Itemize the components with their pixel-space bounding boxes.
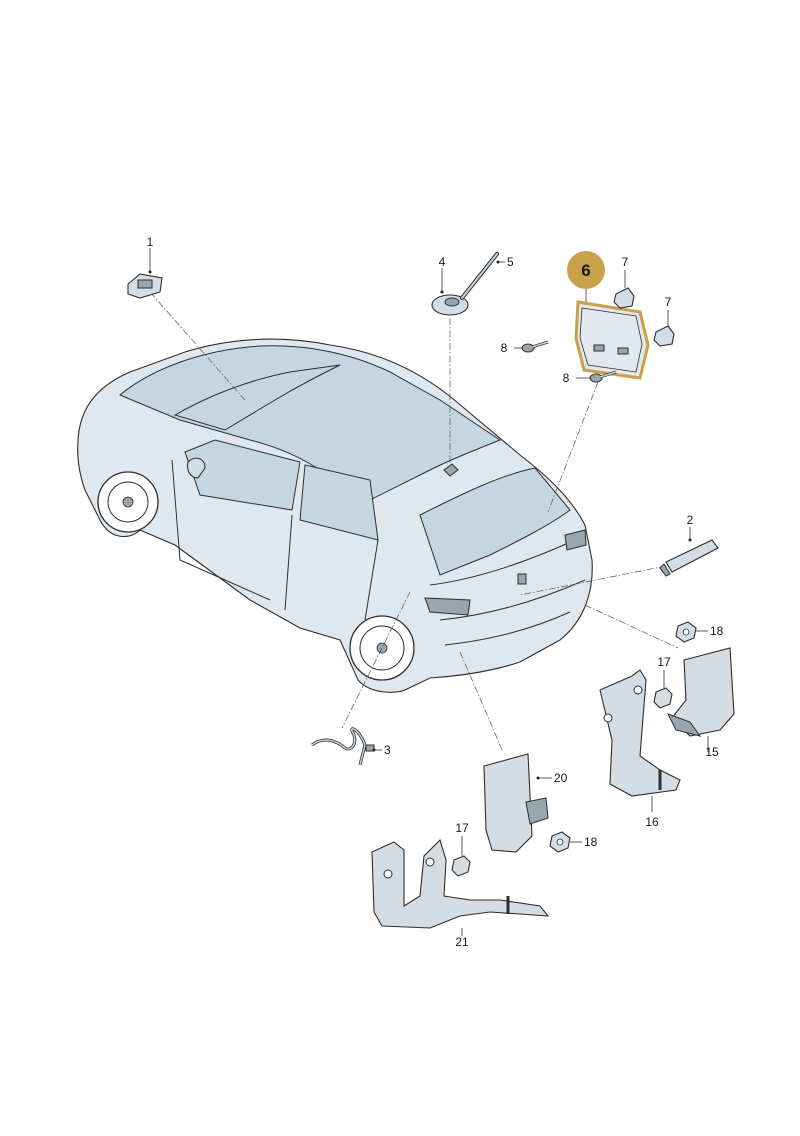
- callout-2: 2: [687, 513, 694, 527]
- callout-7-right: 7: [665, 295, 672, 309]
- part-16-mount-bracket: [599, 669, 681, 812]
- part-17-nut-right: [653, 670, 673, 709]
- part-4-antenna-base: [431, 268, 469, 316]
- part-1-module: [127, 248, 163, 299]
- part-21-mount-bracket: [371, 838, 550, 936]
- callout-4: 4: [439, 255, 446, 269]
- part-18-nut-right: [675, 621, 708, 643]
- callout-20: 20: [554, 771, 568, 785]
- part-18-nut-bottom: [549, 831, 582, 853]
- part-6-badge: [567, 251, 605, 289]
- part-8-screw-upper: [514, 340, 549, 353]
- part-20-radar-sensor: [483, 753, 552, 853]
- callout-8-lower: 8: [563, 371, 570, 385]
- callout-8-upper: 8: [501, 341, 508, 355]
- callout-17-bottom: 17: [455, 821, 469, 835]
- part-2-sensor-bar: [659, 527, 719, 577]
- part-15-radar-bracket: [666, 647, 735, 752]
- part-6-control-unit: [574, 288, 650, 380]
- callout-18-right: 18: [710, 624, 724, 638]
- callout-16: 16: [645, 815, 659, 829]
- part-5-antenna-rod: [460, 252, 505, 300]
- callout-21: 21: [455, 935, 469, 949]
- callout-1: 1: [147, 235, 154, 249]
- callout-18-bottom: 18: [584, 835, 598, 849]
- callout-labels: 1 2 3 4 5 6 7 7 8 8 15 16 17 17 18 18 20…: [147, 235, 724, 949]
- car-illustration: [77, 338, 593, 693]
- callout-17-right: 17: [657, 655, 671, 669]
- part-8-screw-lower: [576, 370, 617, 383]
- part-17-nut-bottom: [451, 836, 471, 877]
- callout-3: 3: [384, 743, 391, 757]
- part-3-cable: [311, 727, 382, 766]
- callout-5: 5: [507, 255, 514, 269]
- callout-15: 15: [705, 745, 719, 759]
- callout-7-top: 7: [622, 255, 629, 269]
- leader-lines: [149, 291, 679, 753]
- part-7-clip-top: [613, 270, 635, 309]
- part-7-clip-right: [653, 310, 675, 347]
- callout-6: 6: [581, 261, 590, 280]
